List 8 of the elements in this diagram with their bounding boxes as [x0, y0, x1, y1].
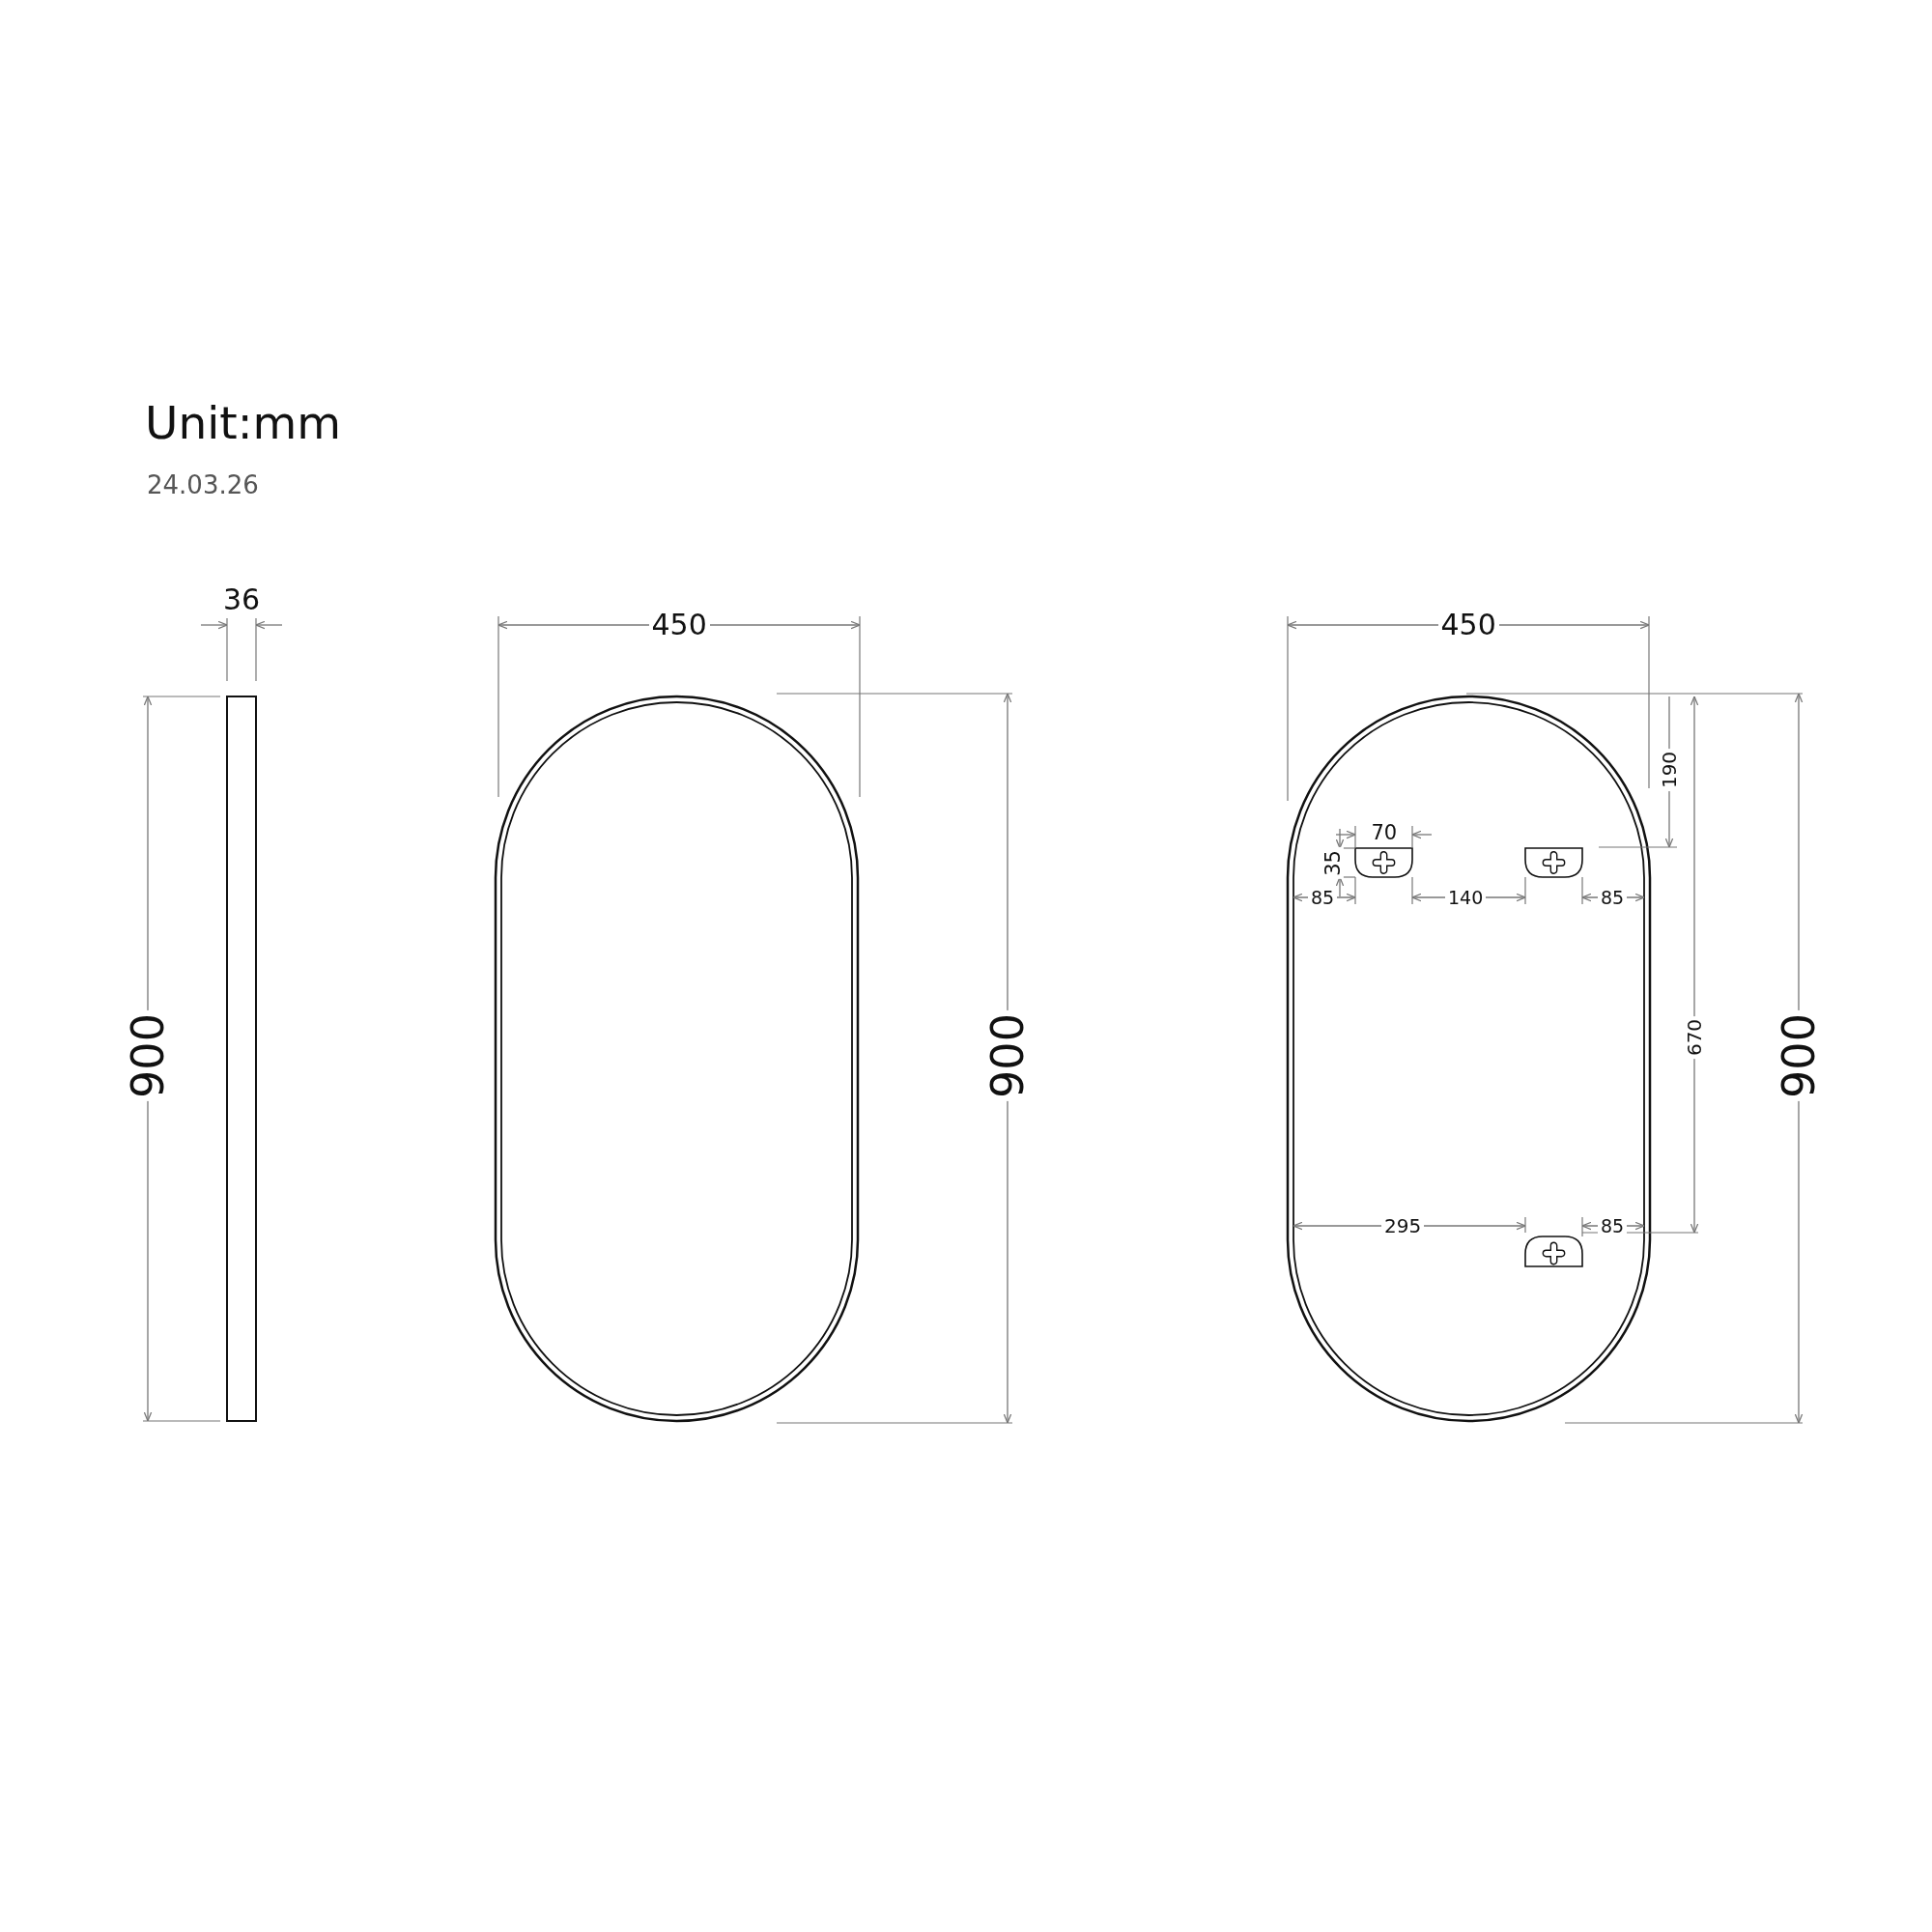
dimension-label: 140 [1445, 888, 1487, 907]
unit-note: Unit:mm [145, 399, 342, 445]
dimension-label: 85 [1308, 888, 1338, 907]
dimension-label: 85 [1598, 888, 1628, 907]
dimension-label: 35 [1322, 846, 1344, 879]
date-note: 24.03.26 [147, 472, 259, 497]
dimension-label: 85 [1598, 1216, 1628, 1236]
dimension-label: 295 [1381, 1216, 1425, 1236]
